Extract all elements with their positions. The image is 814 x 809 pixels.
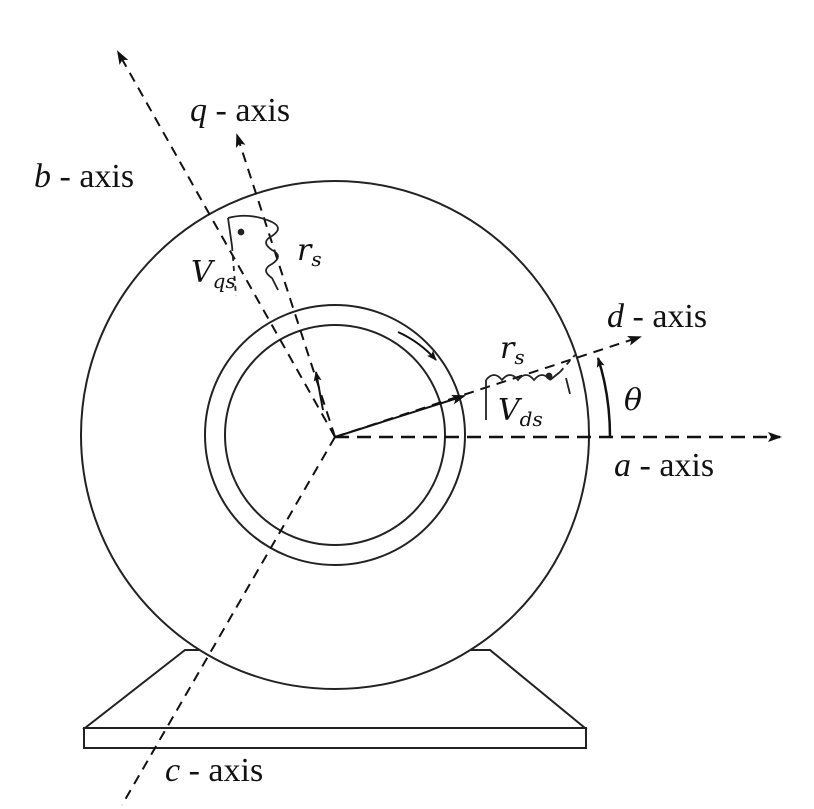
rotation-arrow-rotor — [397, 331, 437, 361]
rotor-inner-ring — [224, 324, 446, 546]
d-resistance-sub: s — [514, 345, 525, 369]
q-resistance-label: rs — [297, 233, 322, 271]
q-voltage-label: Vqs — [191, 255, 236, 293]
b-axis-label: b - axis — [34, 160, 134, 194]
c-axis-line — [121, 436, 336, 806]
rotor-vector — [334, 394, 466, 438]
q-axis-var: q — [190, 92, 207, 129]
d-voltage-sub: ds — [519, 407, 543, 431]
q-voltage-base: V — [191, 255, 213, 290]
c-axis-label: c - axis — [165, 754, 263, 788]
d-voltage-base: V — [498, 393, 520, 428]
a-axis-label: a - axis — [614, 449, 714, 483]
theta-label: θ — [624, 383, 643, 418]
c-axis-text: - axis — [180, 752, 264, 789]
d-voltage-label: Vds — [498, 393, 543, 431]
d-axis-var: d — [607, 298, 624, 335]
d-winding — [485, 354, 576, 420]
q-axis-label: q - axis — [190, 94, 290, 128]
b-axis-line — [117, 50, 336, 438]
a-axis-var: a — [614, 447, 631, 484]
q-current-arrow — [313, 371, 324, 411]
d-axis-label: d - axis — [607, 300, 707, 334]
q-voltage-sub: qs — [212, 269, 236, 293]
c-axis-var: c — [165, 752, 181, 789]
theta-arc — [596, 357, 612, 438]
d-resistance-label: rs — [500, 331, 525, 369]
q-resistance-sub: s — [311, 247, 322, 271]
b-axis-text: - axis — [51, 158, 135, 195]
q-resistance-base: r — [297, 233, 312, 268]
d-axis-text: - axis — [624, 298, 708, 335]
q-winding — [227, 214, 279, 297]
rotor-outer-ring — [204, 304, 466, 566]
d-resistance-base: r — [500, 331, 515, 366]
q-axis-text: - axis — [207, 92, 291, 129]
b-axis-var: b — [34, 158, 51, 195]
a-axis-text: - axis — [631, 447, 715, 484]
